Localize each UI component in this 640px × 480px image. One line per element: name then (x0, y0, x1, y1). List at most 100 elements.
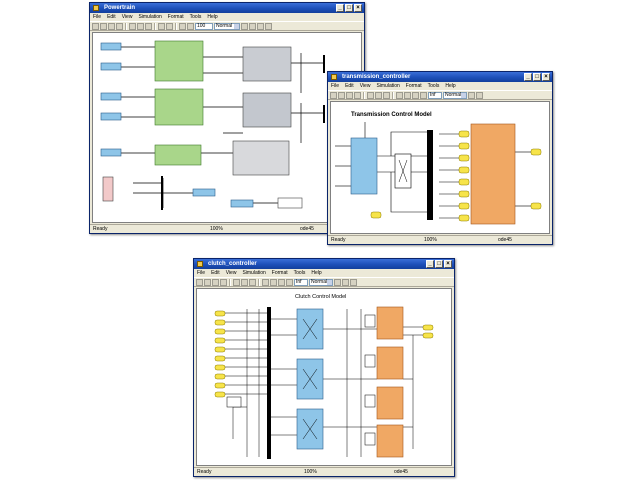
menu-edit[interactable]: Edit (345, 83, 354, 89)
save-icon[interactable] (108, 22, 115, 30)
clutch-actuator-block[interactable] (376, 386, 404, 420)
explorer-icon[interactable] (257, 22, 264, 30)
menu-edit[interactable]: Edit (107, 14, 116, 20)
menu-simulation[interactable]: Simulation (376, 83, 400, 89)
paste-icon[interactable] (145, 22, 152, 30)
outport-block[interactable] (422, 332, 434, 339)
redo-icon[interactable] (166, 22, 173, 30)
outport-block[interactable] (530, 148, 542, 156)
menu-file[interactable]: File (331, 83, 340, 89)
sim-time-field[interactable]: Inf (294, 278, 308, 286)
play-icon[interactable] (278, 278, 285, 286)
open-icon[interactable] (204, 278, 211, 286)
transmission-canvas[interactable]: Transmission Control Model (330, 101, 550, 234)
maximize-button[interactable]: □ (435, 260, 443, 268)
copy-icon[interactable] (241, 278, 248, 286)
copy-icon[interactable] (375, 91, 382, 99)
outport-block[interactable] (422, 324, 434, 331)
cut-icon[interactable] (367, 91, 374, 99)
outport-block[interactable] (192, 188, 216, 197)
undo-icon[interactable] (396, 91, 403, 99)
minimize-button[interactable]: _ (524, 73, 532, 81)
sim-mode-select[interactable]: Normal (309, 278, 333, 286)
menu-tools[interactable]: Tools (427, 83, 440, 89)
library-icon[interactable] (249, 22, 256, 30)
cut-icon[interactable] (129, 22, 136, 30)
switch-block[interactable] (226, 396, 242, 408)
clutch-actuator-block[interactable] (376, 306, 404, 340)
play-icon[interactable] (179, 22, 186, 30)
print-icon[interactable] (220, 278, 227, 286)
inport-block[interactable] (100, 62, 122, 71)
maximize-button[interactable]: □ (533, 73, 541, 81)
powertrain-canvas[interactable] (92, 32, 362, 223)
minimize-button[interactable]: _ (336, 4, 344, 12)
menu-file[interactable]: File (93, 14, 102, 20)
engine-image-block[interactable] (242, 46, 292, 82)
cut-icon[interactable] (233, 278, 240, 286)
close-button[interactable]: × (444, 260, 452, 268)
sim-mode-select[interactable]: Normal (443, 91, 467, 99)
inport-block[interactable] (100, 148, 122, 157)
menu-tools[interactable]: Tools (293, 270, 306, 276)
scope-block[interactable] (277, 197, 303, 209)
new-icon[interactable] (196, 278, 203, 286)
menu-simulation[interactable]: Simulation (138, 14, 162, 20)
redo-icon[interactable] (270, 278, 277, 286)
menu-view[interactable]: View (225, 270, 237, 276)
redo-icon[interactable] (404, 91, 411, 99)
menu-help[interactable]: Help (445, 83, 456, 89)
clutch-canvas[interactable]: Clutch Control Model (196, 288, 452, 466)
save-icon[interactable] (212, 278, 219, 286)
debug-icon[interactable] (265, 22, 272, 30)
sim-time-field[interactable]: 100 (195, 22, 213, 30)
transmission-controller-block[interactable] (154, 88, 204, 126)
play-icon[interactable] (412, 91, 419, 99)
outport-block[interactable] (530, 202, 542, 210)
engine-controller-block[interactable] (154, 40, 204, 82)
inport-block[interactable] (100, 42, 122, 51)
menu-format[interactable]: Format (405, 83, 422, 89)
clutch-actuator-block[interactable] (376, 346, 404, 380)
inport-block[interactable] (100, 92, 122, 101)
signal-builder-block[interactable] (102, 176, 114, 202)
stop-icon[interactable] (286, 278, 293, 286)
build-icon[interactable] (241, 22, 248, 30)
sim-time-field[interactable]: Inf (428, 91, 442, 99)
menu-edit[interactable]: Edit (211, 270, 220, 276)
save-icon[interactable] (346, 91, 353, 99)
stop-icon[interactable] (187, 22, 194, 30)
copy-icon[interactable] (137, 22, 144, 30)
print-icon[interactable] (116, 22, 123, 30)
powertrain-titlebar[interactable]: Powertrain _ □ × (90, 3, 364, 13)
build-icon[interactable] (468, 91, 475, 99)
menu-view[interactable]: View (359, 83, 371, 89)
transmission-titlebar[interactable]: transmission_controller _ □ × (328, 72, 552, 82)
maximize-button[interactable]: □ (345, 4, 353, 12)
close-button[interactable]: × (354, 4, 362, 12)
menu-simulation[interactable]: Simulation (242, 270, 266, 276)
menu-view[interactable]: View (121, 14, 133, 20)
shift-logic-block[interactable] (350, 137, 378, 195)
clutch-titlebar[interactable]: clutch_controller _ □ × (194, 259, 454, 269)
menu-help[interactable]: Help (311, 270, 322, 276)
menu-format[interactable]: Format (167, 14, 184, 20)
minimize-button[interactable]: _ (426, 260, 434, 268)
menu-format[interactable]: Format (271, 270, 288, 276)
transmission-control-block[interactable] (470, 123, 516, 225)
paste-icon[interactable] (383, 91, 390, 99)
close-button[interactable]: × (542, 73, 550, 81)
build-icon[interactable] (334, 278, 341, 286)
library-icon[interactable] (476, 91, 483, 99)
new-icon[interactable] (92, 22, 99, 30)
library-icon[interactable] (342, 278, 349, 286)
sim-mode-select[interactable]: Normal (214, 22, 240, 30)
stop-icon[interactable] (420, 91, 427, 99)
outport-block[interactable] (230, 199, 254, 208)
inport-block[interactable] (100, 112, 122, 121)
vehicle-image-block[interactable] (232, 140, 290, 176)
explorer-icon[interactable] (350, 278, 357, 286)
new-icon[interactable] (330, 91, 337, 99)
transmission-image-block[interactable] (242, 92, 292, 128)
open-icon[interactable] (100, 22, 107, 30)
